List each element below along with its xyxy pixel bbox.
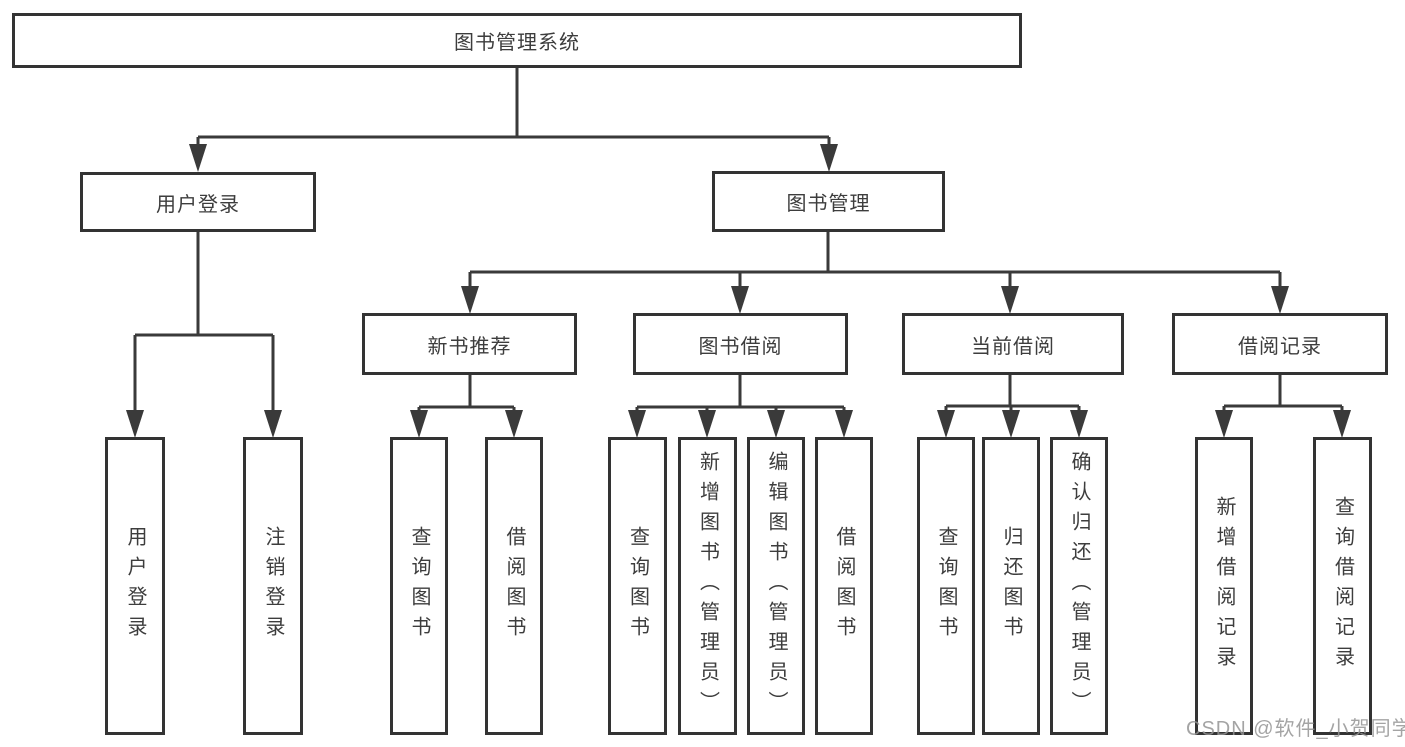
connector-root-to-level2 xyxy=(189,68,838,172)
csdn-watermark: CSDN @软件_小贺同学 xyxy=(1186,718,1405,740)
leaf-cb-query-books: 查询图书 xyxy=(917,437,975,735)
leaf-bb-borrow-books: 借阅图书 xyxy=(815,437,873,735)
node-user-login-label: 用户登录 xyxy=(156,193,240,216)
leaf-bb-add-books-admin: 新增图书（管理员） xyxy=(678,437,737,735)
leaf-br-query-record: 查询借阅记录 xyxy=(1313,437,1372,735)
node-book-management: 图书管理 xyxy=(712,171,945,232)
connector-book-management-to-level3 xyxy=(461,232,1289,314)
node-book-borrowing: 图书借阅 xyxy=(633,313,848,375)
leaf-bb-query-books-label: 查询图书 xyxy=(626,526,649,646)
node-borrowing-records: 借阅记录 xyxy=(1172,313,1388,375)
leaf-user-login-label: 用户登录 xyxy=(124,526,146,646)
connector-borrowing-records-to-leaves xyxy=(1215,375,1351,438)
leaf-cb-confirm-return-admin: 确认归还（管理员） xyxy=(1050,437,1108,735)
node-new-book-recommend: 新书推荐 xyxy=(362,313,577,375)
node-user-login: 用户登录 xyxy=(80,172,316,232)
leaf-bb-add-books-admin-label: 新增图书（管理员） xyxy=(696,451,719,721)
leaf-nbr-borrow-books: 借阅图书 xyxy=(485,437,543,735)
leaf-nbr-query-books-label: 查询图书 xyxy=(408,526,430,646)
leaf-bb-borrow-books-label: 借阅图书 xyxy=(833,526,855,646)
leaf-cb-return-books: 归还图书 xyxy=(982,437,1040,735)
leaf-cb-return-books-label: 归还图书 xyxy=(1000,526,1022,646)
node-current-borrowing: 当前借阅 xyxy=(902,313,1124,375)
leaf-logout-label: 注销登录 xyxy=(262,526,284,646)
connector-user-login-to-leaves xyxy=(126,232,282,438)
leaf-bb-edit-books-admin: 编辑图书（管理员） xyxy=(747,437,805,735)
node-library-management-system-label: 图书管理系统 xyxy=(454,32,580,54)
connector-new-book-recommend-to-leaves xyxy=(410,375,523,438)
leaf-cb-confirm-return-admin-label: 确认归还（管理员） xyxy=(1068,451,1090,721)
node-current-borrowing-label: 当前借阅 xyxy=(971,335,1055,358)
node-book-management-label: 图书管理 xyxy=(786,193,871,215)
leaf-br-query-record-label: 查询借阅记录 xyxy=(1331,496,1354,676)
leaf-cb-query-books-label: 查询图书 xyxy=(935,526,957,646)
node-new-book-recommend-label: 新书推荐 xyxy=(427,335,512,358)
leaf-br-add-record: 新增借阅记录 xyxy=(1195,437,1253,735)
connector-book-borrowing-to-leaves xyxy=(628,375,853,438)
leaf-bb-query-books: 查询图书 xyxy=(608,437,667,735)
node-book-borrowing-label: 图书借阅 xyxy=(698,335,783,358)
leaf-nbr-query-books: 查询图书 xyxy=(390,437,448,735)
leaf-user-login: 用户登录 xyxy=(105,437,165,735)
leaf-nbr-borrow-books-label: 借阅图书 xyxy=(503,526,525,646)
leaf-bb-edit-books-admin-label: 编辑图书（管理员） xyxy=(765,451,787,721)
leaf-logout: 注销登录 xyxy=(243,437,303,735)
connector-current-borrowing-to-leaves xyxy=(937,375,1088,438)
node-borrowing-records-label: 借阅记录 xyxy=(1238,335,1322,358)
node-library-management-system: 图书管理系统 xyxy=(12,13,1022,68)
leaf-br-add-record-label: 新增借阅记录 xyxy=(1213,496,1235,676)
